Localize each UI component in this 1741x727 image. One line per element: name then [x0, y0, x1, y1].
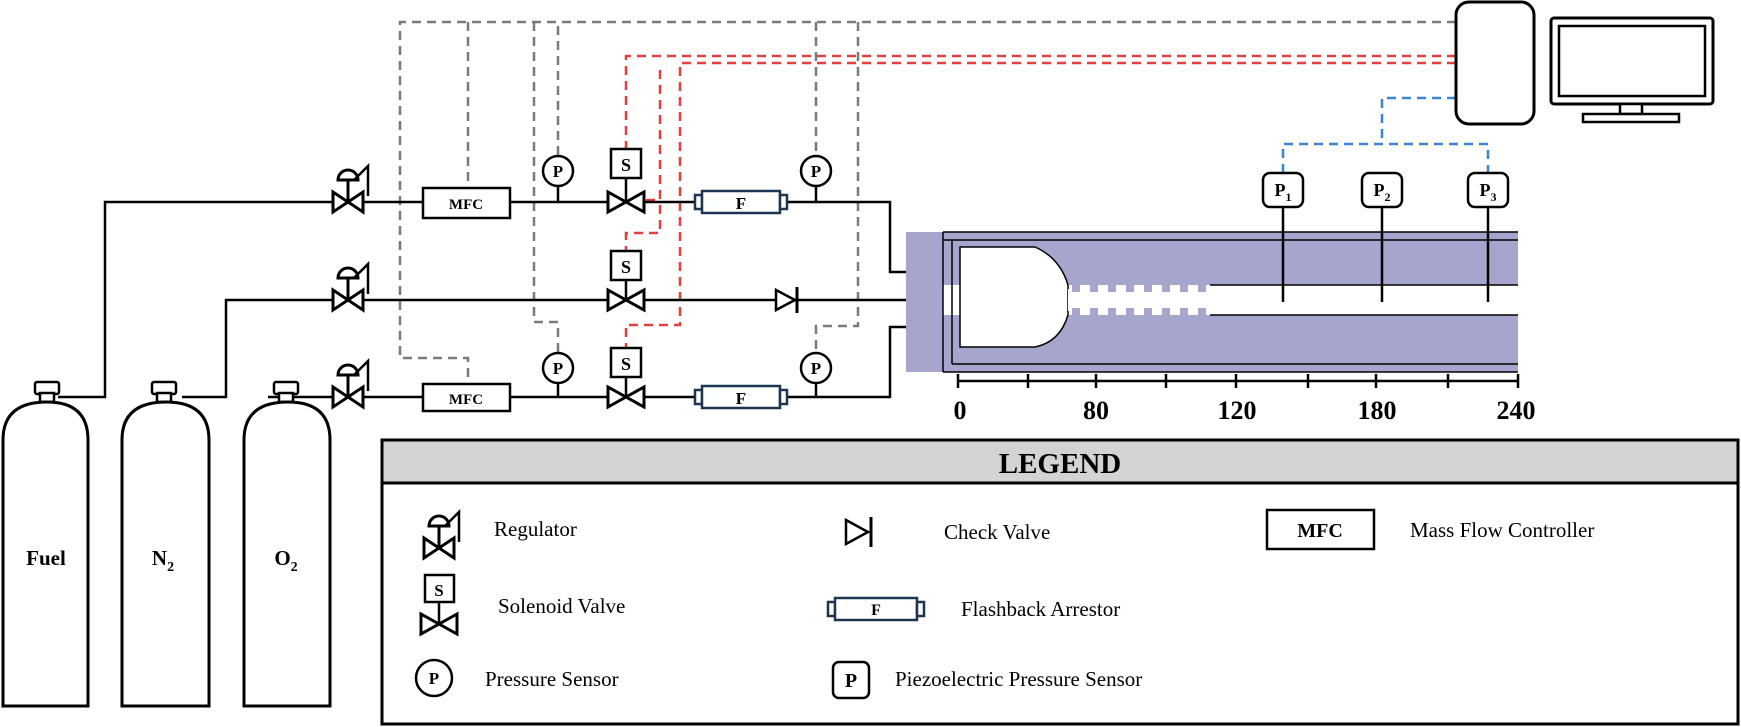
legend-arrestor-icon: F	[826, 596, 926, 622]
solenoid-label: S	[621, 155, 631, 175]
piezo-sensor-1: P1	[1261, 171, 1305, 302]
oxygen-cylinder-label: O	[274, 546, 290, 570]
piezo-sensor-label: P	[1480, 180, 1491, 200]
nitrogen-cylinder-subscript: 2	[167, 560, 174, 575]
svg-text:N2: N2	[152, 546, 174, 575]
fuel-cylinder-label: Fuel	[26, 546, 66, 570]
svg-text:P1: P1	[1275, 180, 1292, 204]
combustion-tube	[906, 231, 1518, 373]
regulator-icon	[331, 262, 370, 312]
pressure-sensor-label: P	[811, 359, 821, 378]
mfc-oxygen: MFC	[421, 382, 512, 413]
pressure-sensor-label: P	[553, 359, 563, 378]
solenoid-valve-nitrogen: S	[606, 249, 646, 312]
regulator-icon	[331, 164, 370, 214]
data-acquisition-box	[1454, 0, 1536, 126]
scale-tick-label: 0	[954, 396, 967, 425]
arrestor-label: F	[736, 194, 746, 213]
legend-arrestor-label: Flashback Arrestor	[961, 597, 1120, 621]
pressure-sensor-oxygen-1: P	[541, 351, 575, 385]
solenoid-label: S	[621, 257, 631, 277]
legend-solenoid-label: Solenoid Valve	[498, 594, 625, 618]
pressure-sensor-fuel-2: P	[799, 154, 833, 188]
legend-mfc-icon: MFC	[1265, 508, 1376, 551]
legend-arrestor-symbol: F	[871, 602, 881, 619]
pressure-sensor-label: P	[811, 162, 821, 181]
piezo-sensor-2: P2	[1360, 171, 1404, 302]
scale-tick-label: 180	[1358, 396, 1397, 425]
pressure-sensor-label: P	[553, 162, 563, 181]
obstacle-ribs	[1068, 289, 1218, 311]
piezo-sensor-label: P	[1374, 180, 1385, 200]
oxygen-cylinder: O2	[242, 380, 332, 708]
legend-mfc-symbol: MFC	[1297, 520, 1343, 542]
legend-check-valve-icon	[844, 517, 873, 547]
mfc-oxygen-label: MFC	[449, 392, 483, 408]
piezo-sensor-subscript: 3	[1491, 190, 1497, 204]
piezo-sensor-label: P	[1275, 180, 1286, 200]
legend-solenoid-symbol: S	[434, 581, 443, 600]
legend-piezo-symbol: P	[845, 670, 857, 692]
length-scale	[956, 374, 1520, 388]
signal-lines-red	[624, 54, 1456, 353]
legend: LEGEND Regulator S Solenoid Valve P Pres…	[380, 438, 1740, 726]
piezo-sensor-subscript: 2	[1385, 190, 1391, 204]
pressure-sensor-oxygen-2: P	[799, 351, 833, 385]
flashback-arrestor-fuel: F	[693, 189, 789, 215]
nitrogen-cylinder: N2	[120, 380, 211, 708]
svg-text:P3: P3	[1480, 180, 1497, 204]
legend-solenoid-icon: S	[419, 573, 459, 636]
nitrogen-cylinder-label: N	[152, 546, 167, 570]
scale-tick-label: 120	[1218, 396, 1257, 425]
solenoid-valve-oxygen: S	[606, 346, 646, 409]
computer-monitor-icon	[1549, 16, 1715, 124]
scale-tick-label: 80	[1083, 396, 1109, 425]
legend-title: LEGEND	[999, 448, 1121, 480]
flashback-arrestor-oxygen: F	[693, 384, 789, 410]
legend-piezo-sensor-icon: P	[831, 660, 871, 700]
signal-lines-blue	[1281, 96, 1490, 173]
mfc-fuel: MFC	[421, 186, 512, 220]
oxygen-cylinder-subscript: 2	[291, 560, 298, 575]
mfc-fuel-label: MFC	[449, 197, 483, 213]
legend-piezo-label: Piezoelectric Pressure Sensor	[895, 667, 1142, 691]
svg-text:O2: O2	[274, 546, 297, 575]
fuel-cylinder: Fuel	[1, 380, 90, 708]
svg-text:P2: P2	[1374, 180, 1391, 204]
legend-mfc-label: Mass Flow Controller	[1410, 518, 1594, 542]
arrestor-label: F	[736, 389, 746, 408]
legend-pressure-symbol: P	[429, 669, 439, 688]
regulator-icon	[331, 359, 370, 409]
piezo-sensor-3: P3	[1466, 171, 1510, 302]
solenoid-valve-fuel: S	[606, 147, 646, 214]
legend-pressure-sensor-icon: P	[414, 658, 454, 698]
piezo-sensor-subscript: 1	[1286, 190, 1292, 204]
legend-regulator-label: Regulator	[494, 517, 577, 541]
check-valve-icon	[774, 287, 799, 313]
scale-tick-label: 240	[1497, 396, 1536, 425]
signal-lines-gray	[398, 20, 1456, 393]
solenoid-label: S	[621, 354, 631, 374]
legend-pressure-label: Pressure Sensor	[485, 667, 619, 691]
legend-check-valve-label: Check Valve	[944, 520, 1050, 544]
pressure-sensor-fuel-1: P	[541, 154, 575, 188]
